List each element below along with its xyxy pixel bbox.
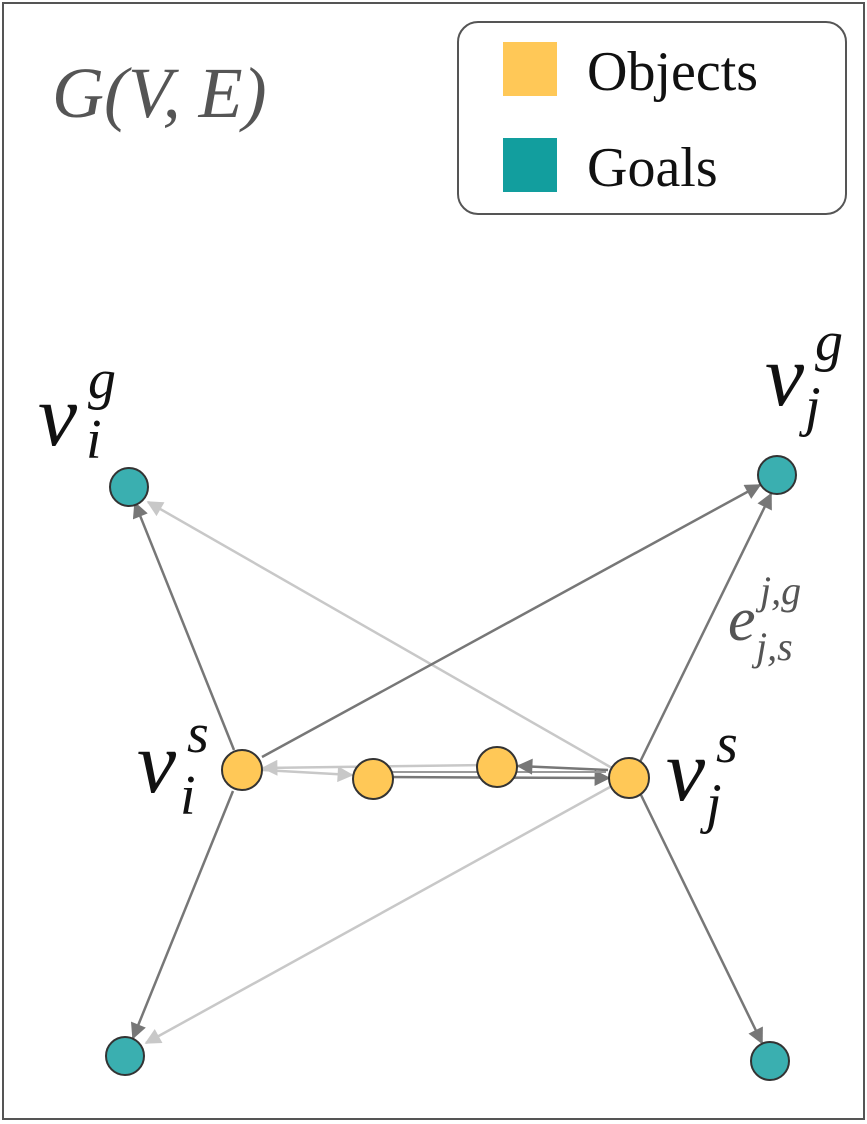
label-edge-sup: j,g [755, 568, 801, 613]
label-vig-sub: i [86, 409, 102, 471]
label-edge-base: e [728, 586, 756, 654]
edge-vjs-to-goal-bottom-right [639, 794, 764, 1045]
label-vjs-sub: j [700, 773, 722, 835]
object-node-middle-right [476, 746, 518, 788]
object-node-vjs [608, 757, 650, 799]
label-vis-base: v [137, 715, 177, 812]
label-vis-sub: i [180, 765, 196, 827]
label-vig-sup: g [88, 349, 116, 411]
legend-swatch-objects [503, 42, 557, 96]
object-node-vis [221, 749, 263, 791]
goal-node-vig [109, 467, 149, 507]
edge-vis-to-obj2 [262, 766, 354, 783]
edge-vis-to-vjg [261, 483, 762, 759]
legend: Objects Goals [457, 21, 847, 215]
label-vig-base: v [38, 368, 78, 465]
object-node-middle-left [352, 758, 394, 800]
edge-vjs-to-goal-bottom-left [144, 785, 611, 1045]
edge-vis-to-vig [132, 501, 236, 751]
legend-label-objects: Objects [587, 41, 758, 103]
edge-vjs-to-vig [146, 500, 613, 770]
goal-node-bottom-left [105, 1036, 145, 1076]
label-vjg-sub: j [799, 376, 821, 438]
edge-vis-to-goal-bottom-left [130, 790, 235, 1040]
node-labels: v g i v g j v s i v s j e j,g j,s [38, 311, 843, 835]
edge-vjs-to-obj3 [516, 758, 609, 775]
goal-node-vjg [757, 455, 797, 495]
label-vjg-sup: g [815, 311, 843, 373]
edge-vjs-to-vjg [638, 492, 773, 763]
label-edge-sub: j,s [751, 624, 793, 669]
nodes [105, 455, 797, 1081]
legend-label-goals: Goals [587, 137, 718, 199]
label-vjs-base: v [666, 723, 706, 820]
legend-swatch-goals [503, 138, 557, 192]
label-vjs-sup: s [716, 713, 738, 775]
label-vis-sup: s [187, 703, 209, 765]
graph-title: G(V, E) [52, 53, 267, 133]
goal-node-bottom-right [750, 1041, 790, 1081]
label-vjg-base: v [765, 328, 805, 425]
